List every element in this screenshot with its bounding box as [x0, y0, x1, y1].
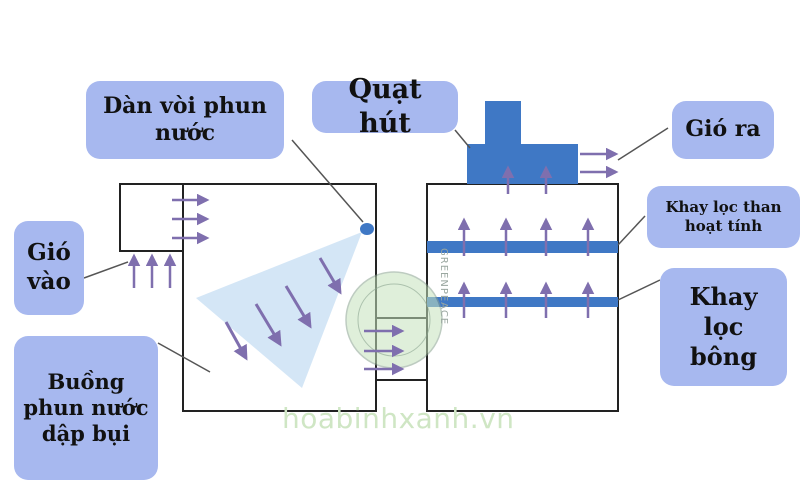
tower-top-arrows [501, 165, 553, 194]
tower-lower-arrows [457, 281, 595, 318]
watermark: hoabinhxanh.vn [282, 402, 515, 435]
tower-middle-arrows [457, 217, 595, 256]
leader-carbon [617, 215, 646, 246]
duct-flow-arrows [364, 324, 405, 376]
leader-cotton [617, 279, 661, 301]
label-cotton-tray: Khay lọc bông [660, 268, 787, 386]
nozzle-head [360, 223, 374, 235]
chamber-entry-arrows [172, 193, 210, 245]
label-air-out: Gió ra [672, 101, 774, 159]
fan-housing [467, 144, 578, 184]
fan-motor [485, 101, 521, 145]
leader-air-out [617, 127, 669, 161]
leader-chamber [157, 342, 211, 373]
leader-fan [454, 129, 471, 149]
label-spray-chamber: Buồng phun nước dập bụi [14, 336, 158, 480]
air-inlet-box [119, 183, 184, 252]
label-nozzle: Dàn vòi phun nước [86, 81, 284, 159]
water-spray-cone [196, 232, 362, 388]
inlet-up-arrows [127, 253, 177, 288]
spray-flow-arrows [224, 257, 342, 361]
leader-nozzle [291, 139, 364, 223]
greenpeace-stamp [345, 271, 443, 369]
label-fan: Quạt hút [312, 74, 458, 139]
label-carbon-tray: Khay lọc than hoạt tính [647, 186, 800, 248]
leader-air-in [83, 261, 129, 279]
stamp-text: GREENPEACE [438, 248, 449, 326]
label-air-in: Gió vào [14, 221, 84, 315]
carbon-filter-tray [427, 241, 618, 253]
outlet-arrows [580, 147, 619, 179]
cotton-filter-tray [427, 297, 618, 307]
